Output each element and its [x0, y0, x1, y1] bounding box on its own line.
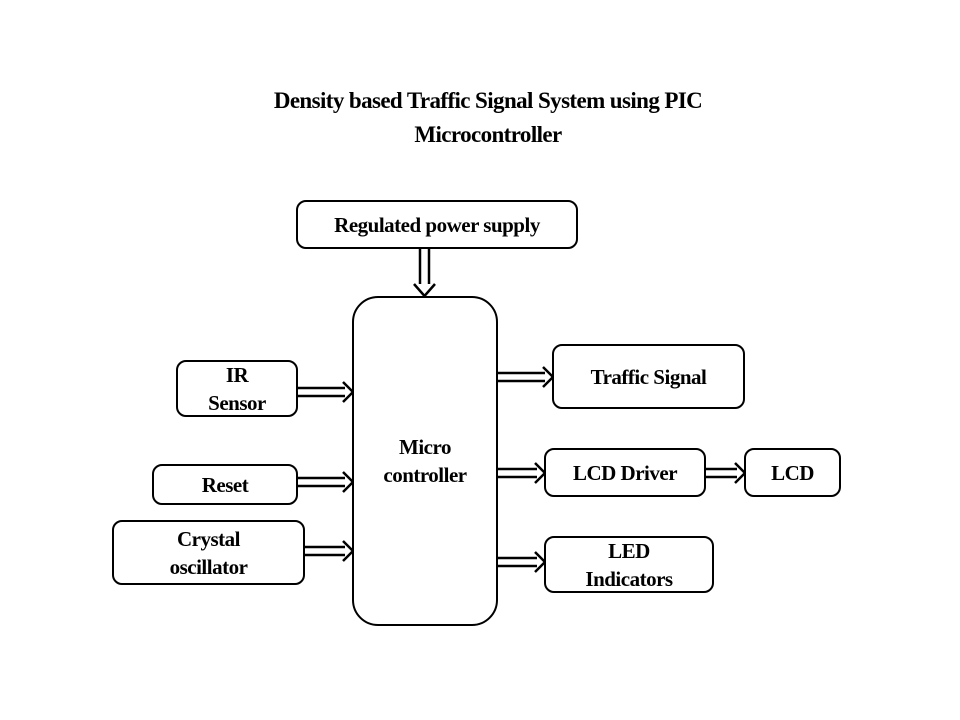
block-reset-label: Reset [201, 472, 249, 497]
block-microcontroller[interactable]: Micro controller [352, 296, 498, 626]
block-lcd-driver[interactable]: LCD Driver [544, 448, 706, 497]
arrow-mcu-to-led [497, 551, 547, 573]
block-power-supply[interactable]: Regulated power supply [296, 200, 578, 249]
arrow-power-to-mcu [413, 248, 436, 298]
block-power-supply-label: Regulated power supply [334, 212, 540, 237]
arrow-mcu-to-traffic [497, 366, 555, 388]
arrow-crystal-to-mcu [304, 540, 355, 562]
block-traffic-signal[interactable]: Traffic Signal [552, 344, 745, 409]
block-microcontroller-line1: Micro [399, 435, 451, 459]
block-microcontroller-line2: controller [383, 463, 467, 487]
block-ir-sensor-line1: IR [225, 362, 249, 387]
block-reset[interactable]: Reset [152, 464, 298, 505]
arrow-reset-to-mcu [297, 471, 355, 493]
block-crystal-line1: Crystal [177, 526, 240, 551]
block-led-line1: LED [608, 538, 650, 563]
block-led-indicators[interactable]: LED Indicators [544, 536, 714, 593]
block-traffic-signal-label: Traffic Signal [590, 364, 707, 389]
block-crystal-oscillator[interactable]: Crystal oscillator [112, 520, 305, 585]
block-led-line2: Indicators [585, 566, 673, 591]
block-lcd-label: LCD [771, 460, 814, 485]
block-lcd[interactable]: LCD [744, 448, 841, 497]
arrow-ir-to-mcu [297, 381, 355, 403]
block-ir-sensor-line2: Sensor [208, 390, 266, 415]
block-ir-sensor[interactable]: IR Sensor [176, 360, 298, 417]
diagram-title-line1: Density based Traffic Signal System usin… [273, 88, 703, 113]
arrow-lcd-driver-to-lcd [705, 462, 747, 484]
arrow-mcu-to-lcd-driver [497, 462, 547, 484]
block-crystal-line2: oscillator [169, 554, 248, 579]
diagram-title-line2: Microcontroller [414, 122, 562, 147]
block-lcd-driver-label: LCD Driver [572, 460, 678, 485]
